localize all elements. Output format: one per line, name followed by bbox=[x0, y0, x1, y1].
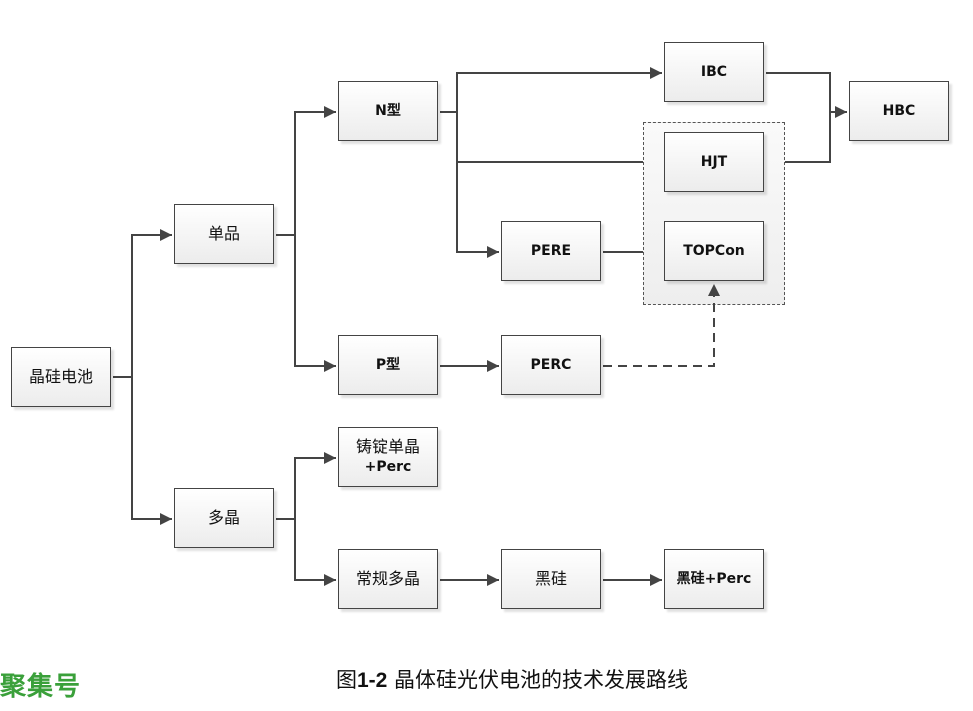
caption-text: 晶体硅光伏电池的技术发展路线 bbox=[387, 668, 689, 692]
node-perc[interactable]: PERC bbox=[501, 335, 601, 395]
node-mono[interactable]: 单品 bbox=[174, 204, 274, 264]
node-label-line2: +Perc bbox=[364, 459, 412, 475]
node-label: 晶硅电池 bbox=[28, 367, 93, 386]
caption-prefix: 图 bbox=[336, 668, 357, 692]
node-cast-mono-perc[interactable]: 铸锭单晶 +Perc bbox=[338, 427, 438, 487]
node-label: HBC bbox=[882, 103, 916, 119]
node-black-silicon-perc[interactable]: 黑硅+Perc bbox=[664, 549, 764, 609]
edge-cell-to-mono bbox=[113, 229, 172, 378]
node-crystalline-silicon-cell[interactable]: 晶硅电池 bbox=[11, 347, 111, 407]
node-label: TOPCon bbox=[683, 243, 745, 259]
node-label-line1: 铸锭单晶 bbox=[355, 437, 420, 456]
node-n-type[interactable]: N型 bbox=[338, 81, 438, 141]
edge-multi-to-cast bbox=[276, 452, 336, 520]
node-hbc[interactable]: HBC bbox=[849, 81, 949, 141]
edge-mono-to-ptype bbox=[294, 235, 336, 372]
node-multi[interactable]: 多晶 bbox=[174, 488, 274, 548]
edge-ibc-to-hbc bbox=[766, 72, 847, 118]
node-label: IBC bbox=[700, 64, 728, 80]
caption-number: 1-2 bbox=[357, 669, 388, 692]
node-label: PERC bbox=[530, 357, 572, 373]
edge-cell-to-multi bbox=[131, 377, 172, 525]
node-pere[interactable]: PERE bbox=[501, 221, 601, 281]
node-ibc[interactable]: IBC bbox=[664, 42, 764, 102]
edge-ntype-to-pere bbox=[456, 162, 499, 258]
node-label: 黑硅+Perc bbox=[676, 571, 752, 587]
node-topcon[interactable]: TOPCon bbox=[664, 221, 764, 281]
edge-perc-to-topcon-dashed bbox=[603, 284, 720, 367]
figure-caption: 图1-2 晶体硅光伏电池的技术发展路线 bbox=[336, 664, 688, 694]
edge-hjt-to-hbc bbox=[766, 112, 831, 163]
node-label: 常规多晶 bbox=[355, 569, 420, 588]
node-label: P型 bbox=[375, 357, 401, 373]
watermark-logo: 聚集号 bbox=[0, 672, 82, 702]
node-black-silicon[interactable]: 黑硅 bbox=[501, 549, 601, 609]
edge-mono-to-ntype bbox=[276, 106, 336, 236]
node-label: N型 bbox=[375, 103, 401, 119]
node-label: 多晶 bbox=[207, 508, 240, 527]
node-label: 单品 bbox=[207, 224, 240, 243]
edge-multi-to-conventional bbox=[294, 519, 336, 586]
edge-ntype-to-ibc bbox=[440, 67, 662, 113]
node-label: PERE bbox=[530, 243, 572, 259]
node-label: HJT bbox=[700, 154, 728, 170]
node-conventional-multi[interactable]: 常规多晶 bbox=[338, 549, 438, 609]
node-hjt[interactable]: HJT bbox=[664, 132, 764, 192]
node-label: 黑硅 bbox=[534, 569, 567, 588]
node-p-type[interactable]: P型 bbox=[338, 335, 438, 395]
